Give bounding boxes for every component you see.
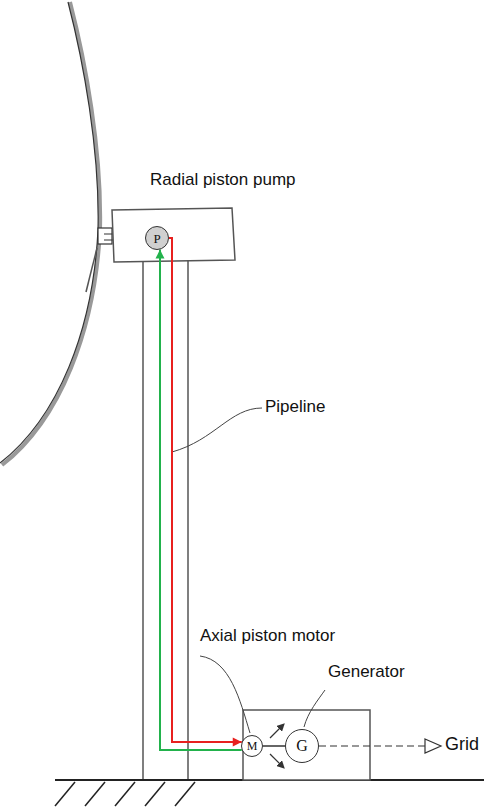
leader-line	[200, 656, 250, 733]
shaft-line	[263, 746, 285, 747]
hydraulic-line	[156, 250, 242, 750]
hub	[98, 228, 112, 244]
node-letter: P	[153, 232, 160, 245]
rotor-blade-edge	[0, 2, 98, 463]
leader-line	[304, 690, 325, 727]
part-label: Axial piston motor	[200, 627, 335, 646]
node-letter: G	[296, 738, 308, 754]
rotation-arrow	[270, 726, 282, 738]
generator-circle: G	[285, 729, 319, 763]
part-label: Pipeline	[265, 398, 326, 417]
part-label: Generator	[328, 663, 405, 682]
grid-connection	[319, 745, 425, 746]
part-label: Radial piston pump	[150, 171, 296, 190]
hydraulic-line	[169, 238, 242, 747]
grid-arrowhead	[425, 739, 441, 753]
rotor-blade-lower	[86, 248, 97, 292]
pump-circle: P	[145, 226, 169, 250]
node-letter: M	[247, 740, 258, 752]
leader-line	[172, 408, 262, 452]
motor-circle: M	[241, 735, 263, 757]
ground-hatch	[55, 782, 195, 806]
rotation-arrow	[270, 754, 282, 766]
tower-wall	[187, 261, 189, 780]
nacelle	[112, 208, 235, 262]
rotor-blade	[2, 2, 100, 465]
grid-label: Grid	[445, 735, 479, 755]
tower-wall	[142, 262, 144, 780]
